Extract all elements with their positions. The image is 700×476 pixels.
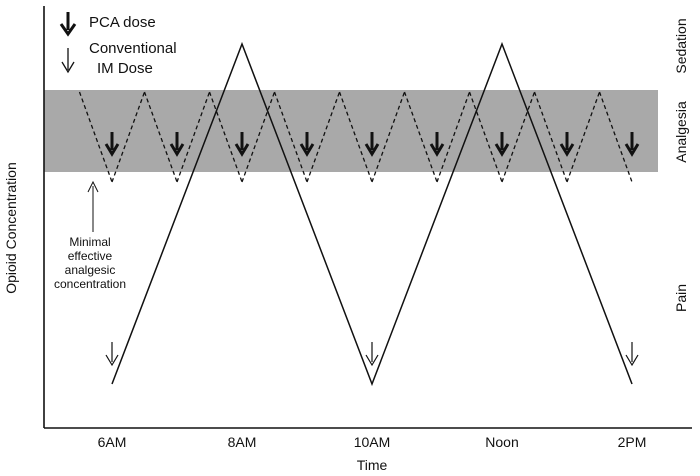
im-arrow-head bbox=[625, 354, 639, 367]
pca-arrow-head bbox=[364, 143, 380, 157]
x-tick-label: 8AM bbox=[228, 434, 257, 450]
pca-arrow-head bbox=[104, 143, 120, 157]
annotation-line-1: Minimal bbox=[69, 235, 110, 249]
pca-dashed-series bbox=[78, 91, 633, 183]
zone-label-pain: Pain bbox=[673, 284, 689, 312]
pca-dose-arrow-icon bbox=[494, 132, 510, 157]
pca-dashed-segment bbox=[78, 91, 113, 183]
pca-dose-arrow-icon bbox=[169, 132, 185, 157]
x-tick-label: 10AM bbox=[354, 434, 391, 450]
x-tick-label: 6AM bbox=[98, 434, 127, 450]
pca-dashed-segment bbox=[241, 91, 276, 183]
zone-label-sedation: Sedation bbox=[673, 18, 689, 73]
annotation-line-2: effective bbox=[68, 249, 113, 263]
conventional-im-line bbox=[111, 41, 633, 387]
pca-dashed-segment bbox=[436, 91, 471, 183]
pca-dashed-segment bbox=[176, 91, 211, 183]
pca-dashed-segment bbox=[533, 91, 568, 183]
pca-dose-arrow-icon bbox=[429, 132, 445, 157]
pca-dashed-segment bbox=[598, 91, 633, 183]
pca-dashed-segment bbox=[111, 91, 146, 183]
pca-dashed-segment bbox=[501, 91, 536, 183]
pca-dose-arrow-icon bbox=[624, 132, 640, 157]
pca-arrow-head bbox=[494, 143, 510, 157]
pca-arrow-head bbox=[559, 143, 575, 157]
im-dose-arrows bbox=[105, 342, 639, 367]
annotation-line-4: concentration bbox=[54, 277, 126, 291]
pca-arrow-head bbox=[624, 143, 640, 157]
pca-arrow-head bbox=[299, 143, 315, 157]
y-axis-label: Opioid Concentration bbox=[3, 162, 19, 294]
legend-conventional-label-1: Conventional bbox=[89, 40, 177, 57]
pca-dose-arrow-icon bbox=[104, 132, 120, 157]
conventional-legend-arrow-icon bbox=[61, 48, 75, 74]
x-tick-label: Noon bbox=[485, 434, 518, 450]
im-arrow-head bbox=[105, 354, 119, 367]
pca-arrow-head bbox=[169, 143, 185, 157]
pca-dashed-segment bbox=[403, 91, 438, 183]
x-tick-labels: 6AM 8AM 10AM Noon 2PM bbox=[98, 434, 647, 450]
x-tick-label: 2PM bbox=[618, 434, 647, 450]
pca-arrow-head bbox=[234, 143, 250, 157]
pca-legend-arrow-icon bbox=[59, 12, 77, 37]
pca-arrow-head bbox=[429, 143, 445, 157]
pca-dashed-segment bbox=[306, 91, 341, 183]
pca-dashed-segment bbox=[468, 91, 503, 183]
pca-dose-arrow-icon bbox=[299, 132, 315, 157]
pca-dose-arrow-icon bbox=[364, 132, 380, 157]
analgesia-band bbox=[44, 90, 658, 172]
pca-dose-arrow-icon bbox=[234, 132, 250, 157]
conventional-im-series bbox=[111, 41, 633, 387]
mec-annotation-arrow-icon bbox=[87, 180, 99, 232]
im-dose-arrow-icon bbox=[105, 342, 119, 367]
annotation-line-3: analgesic bbox=[65, 263, 116, 277]
zone-label-analgesia: Analgesia bbox=[673, 101, 689, 163]
im-dose-arrow-icon bbox=[365, 342, 379, 367]
pca-dashed-segment bbox=[371, 91, 406, 183]
pca-dashed-segment bbox=[338, 91, 373, 183]
pca-dose-arrows bbox=[104, 132, 640, 157]
pca-dashed-segment bbox=[208, 91, 243, 183]
im-dose-arrow-icon bbox=[625, 342, 639, 367]
pca-dashed-segment bbox=[566, 91, 601, 183]
pca-dose-arrow-icon bbox=[559, 132, 575, 157]
legend: PCA dose Conventional IM Dose bbox=[59, 12, 177, 77]
pca-dashed-segment bbox=[143, 91, 178, 183]
legend-conventional-label-2: IM Dose bbox=[97, 60, 153, 77]
legend-pca-label: PCA dose bbox=[89, 14, 156, 31]
x-axis-label: Time bbox=[357, 457, 388, 473]
im-arrow-head bbox=[365, 354, 379, 367]
pca-dashed-segment bbox=[273, 91, 308, 183]
